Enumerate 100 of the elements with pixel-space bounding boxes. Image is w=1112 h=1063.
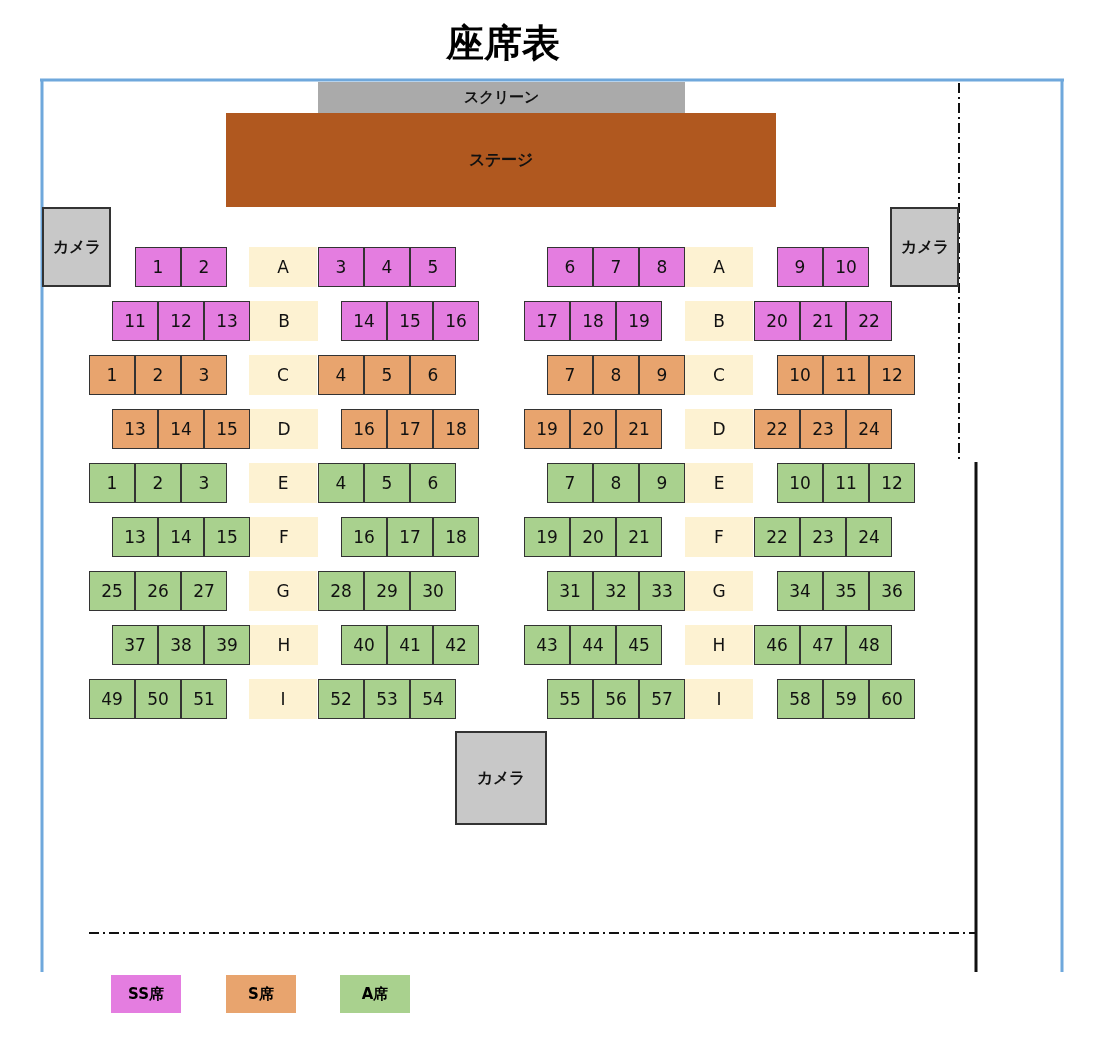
stage-box: ステージ <box>226 113 776 207</box>
seat-box: 48 <box>846 625 892 665</box>
screen-box: スクリーン <box>318 82 685 113</box>
row-label-box: H <box>250 625 318 665</box>
row-label-box: C <box>685 355 753 395</box>
seat-box: 6 <box>547 247 593 287</box>
legend-swatch: S席 <box>226 975 296 1013</box>
seat-box: 7 <box>593 247 639 287</box>
seat-box: 36 <box>869 571 915 611</box>
seat-box: 18 <box>570 301 616 341</box>
seat-box: 23 <box>800 517 846 557</box>
seat-box: 53 <box>364 679 410 719</box>
seat-box: 41 <box>387 625 433 665</box>
seat-box: 15 <box>204 517 250 557</box>
seat-box: 5 <box>364 355 410 395</box>
seat-box: 8 <box>639 247 685 287</box>
seat-box: 29 <box>364 571 410 611</box>
seat-box: 14 <box>158 517 204 557</box>
seat-box: 4 <box>318 463 364 503</box>
seat-box: 20 <box>570 517 616 557</box>
row-label-box: A <box>685 247 753 287</box>
title: 座席表 <box>444 20 561 67</box>
seat-box: 27 <box>181 571 227 611</box>
seat-box: 14 <box>158 409 204 449</box>
seat-box: 47 <box>800 625 846 665</box>
seat-box: 40 <box>341 625 387 665</box>
seat-box: 15 <box>204 409 250 449</box>
seat-box: 11 <box>823 463 869 503</box>
seat-box: 14 <box>341 301 387 341</box>
seat-box: 16 <box>433 301 479 341</box>
seat-box: 7 <box>547 355 593 395</box>
seat-box: 5 <box>364 463 410 503</box>
row-label-box: G <box>685 571 753 611</box>
seat-box: 6 <box>410 355 456 395</box>
row-label-box: I <box>685 679 753 719</box>
seat-box: 22 <box>754 409 800 449</box>
seat-box: 16 <box>341 517 387 557</box>
seat-box: 2 <box>135 355 181 395</box>
seat-box: 1 <box>89 463 135 503</box>
camera-box: カメラ <box>42 207 111 287</box>
seat-box: 6 <box>410 463 456 503</box>
seat-box: 22 <box>846 301 892 341</box>
seat-box: 33 <box>639 571 685 611</box>
legend-swatch: A席 <box>340 975 410 1013</box>
seat-box: 10 <box>823 247 869 287</box>
seat-box: 28 <box>318 571 364 611</box>
row-label-box: D <box>250 409 318 449</box>
seat-box: 17 <box>524 301 570 341</box>
seat-box: 24 <box>846 409 892 449</box>
seat-box: 24 <box>846 517 892 557</box>
row-label-box: C <box>249 355 317 395</box>
seat-box: 15 <box>387 301 433 341</box>
seat-box: 21 <box>616 517 662 557</box>
seat-box: 49 <box>89 679 135 719</box>
seat-box: 21 <box>800 301 846 341</box>
legend-swatch: SS席 <box>111 975 181 1013</box>
seat-box: 2 <box>135 463 181 503</box>
seat-box: 56 <box>593 679 639 719</box>
row-label-box: H <box>685 625 753 665</box>
seat-box: 8 <box>593 355 639 395</box>
seat-box: 10 <box>777 355 823 395</box>
seat-box: 55 <box>547 679 593 719</box>
seat-box: 60 <box>869 679 915 719</box>
seat-box: 38 <box>158 625 204 665</box>
seat-box: 19 <box>524 409 570 449</box>
seat-box: 52 <box>318 679 364 719</box>
seat-box: 37 <box>112 625 158 665</box>
seat-box: 3 <box>181 355 227 395</box>
row-label-box: I <box>249 679 317 719</box>
seat-box: 13 <box>204 301 250 341</box>
seat-box: 3 <box>318 247 364 287</box>
row-label-box: E <box>685 463 753 503</box>
row-label-box: F <box>250 517 318 557</box>
row-label-box: D <box>685 409 753 449</box>
seat-box: 25 <box>89 571 135 611</box>
row-label-box: F <box>685 517 753 557</box>
seat-box: 51 <box>181 679 227 719</box>
seat-box: 12 <box>869 355 915 395</box>
seat-box: 18 <box>433 409 479 449</box>
row-label-box: B <box>250 301 318 341</box>
seat-box: 35 <box>823 571 869 611</box>
seat-box: 9 <box>639 355 685 395</box>
seat-box: 18 <box>433 517 479 557</box>
seat-box: 12 <box>869 463 915 503</box>
seat-box: 2 <box>181 247 227 287</box>
seat-box: 4 <box>318 355 364 395</box>
seat-box: 43 <box>524 625 570 665</box>
seat-box: 50 <box>135 679 181 719</box>
seat-box: 1 <box>89 355 135 395</box>
seat-box: 11 <box>112 301 158 341</box>
seat-box: 19 <box>616 301 662 341</box>
seat-box: 7 <box>547 463 593 503</box>
seat-box: 20 <box>570 409 616 449</box>
seat-box: 21 <box>616 409 662 449</box>
seat-box: 8 <box>593 463 639 503</box>
seat-box: 23 <box>800 409 846 449</box>
seat-box: 45 <box>616 625 662 665</box>
seat-box: 9 <box>777 247 823 287</box>
seat-box: 3 <box>181 463 227 503</box>
seat-box: 4 <box>364 247 410 287</box>
